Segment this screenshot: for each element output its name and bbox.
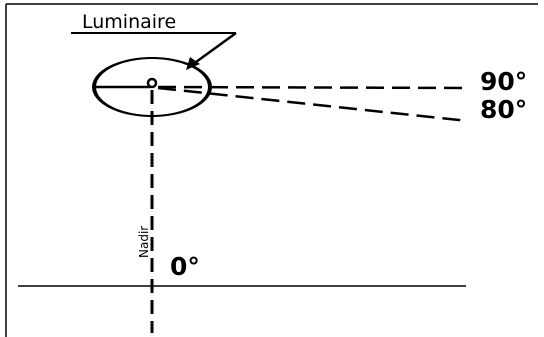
nadir-label: Nadir <box>137 226 151 258</box>
luminaire-label: Luminaire <box>82 11 176 33</box>
angle-80-label: 80° <box>480 95 527 124</box>
luminaire-pointer-line <box>195 31 237 64</box>
luminaire-pointer-arrowhead <box>186 57 200 70</box>
light-source-point <box>146 77 158 89</box>
angle-0-label: 0° <box>170 252 200 281</box>
ray-90-degrees <box>157 85 471 90</box>
angle-90-label: 90° <box>480 67 527 96</box>
ray-80-degrees <box>157 86 469 123</box>
